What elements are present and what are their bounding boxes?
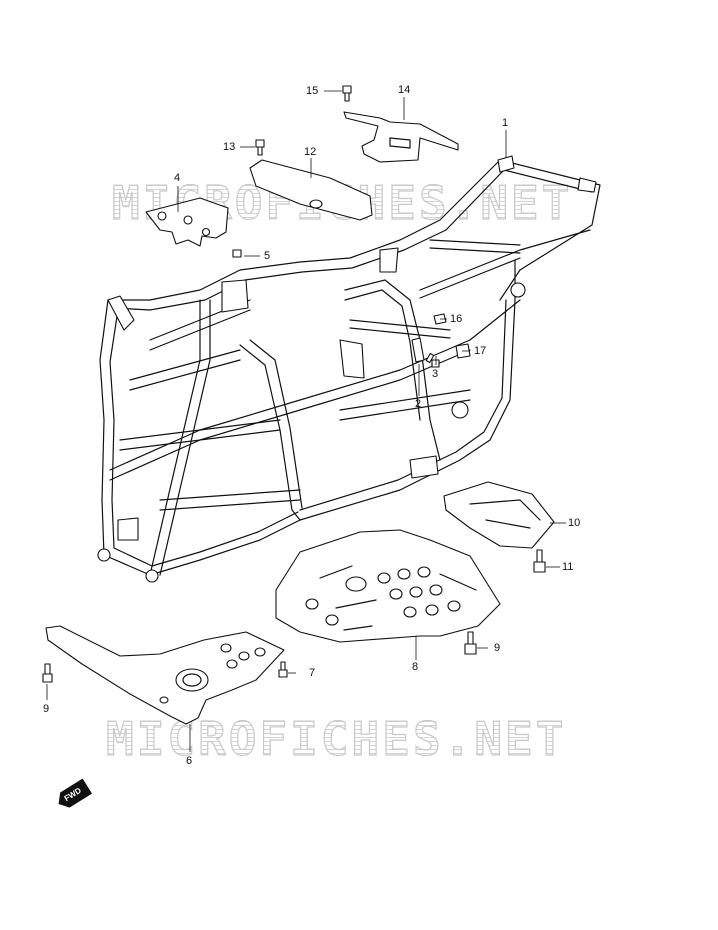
callout-10: 10 xyxy=(568,517,581,529)
callout-6: 6 xyxy=(186,755,193,767)
part-2-bracket xyxy=(411,337,425,363)
callout-13: 13 xyxy=(223,141,236,153)
callout-4: 4 xyxy=(174,172,181,184)
callout-2: 2 xyxy=(415,398,422,410)
bolt-11 xyxy=(533,549,546,573)
bolt-9-right xyxy=(464,631,477,655)
bolt-13 xyxy=(255,139,265,156)
callout-1: 1 xyxy=(502,117,509,129)
leader-lines xyxy=(46,90,566,752)
callout-11: 11 xyxy=(562,561,574,573)
callout-15: 15 xyxy=(306,85,319,97)
callout-7: 7 xyxy=(309,667,316,679)
bolt-3 xyxy=(425,352,440,368)
bolt-15 xyxy=(342,85,352,102)
callout-12: 12 xyxy=(304,146,317,158)
callout-9-left: 9 xyxy=(43,703,50,715)
callout-14: 14 xyxy=(398,84,411,96)
part-6-guard xyxy=(45,625,285,725)
part-10-skid xyxy=(443,481,555,549)
callout-16: 16 xyxy=(450,313,463,325)
callout-3: 3 xyxy=(432,368,439,380)
callout-9-right: 9 xyxy=(494,642,501,654)
bolt-9-left xyxy=(42,663,53,683)
bolt-5 xyxy=(232,249,242,258)
part-8-holes xyxy=(305,565,477,631)
callout-17: 17 xyxy=(474,345,487,357)
callout-5: 5 xyxy=(264,250,271,262)
part-14-bracket xyxy=(343,111,459,163)
bolt-7 xyxy=(278,661,288,678)
part-12-plate xyxy=(249,159,373,221)
part-8-skid xyxy=(275,529,501,643)
callout-8: 8 xyxy=(412,661,419,673)
main-frame xyxy=(97,155,601,583)
